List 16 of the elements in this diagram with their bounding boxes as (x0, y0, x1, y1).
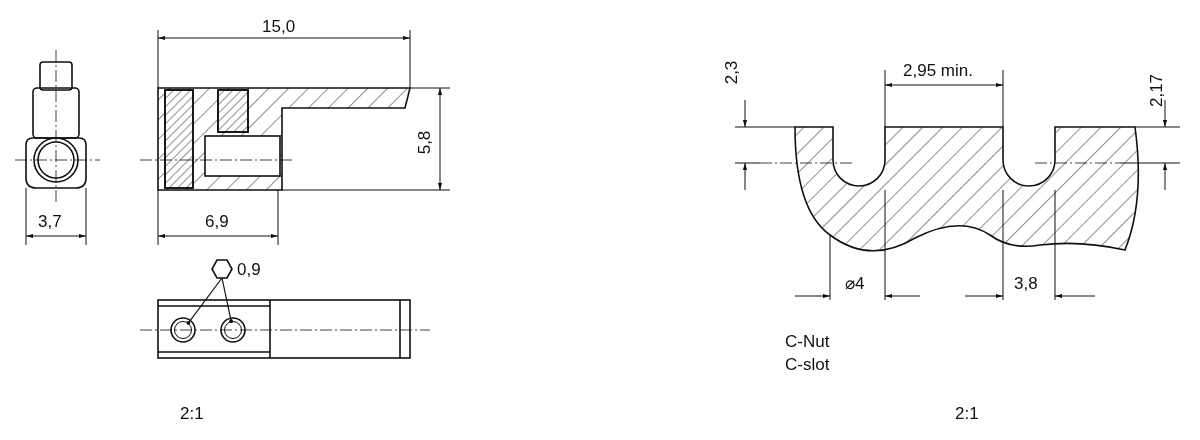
dimension-label: ⌀4 (845, 275, 865, 292)
dimension-label: 6,9 (205, 213, 229, 230)
leader-line (221, 277, 234, 324)
scale-label: 2:1 (955, 405, 979, 422)
dimension-label: 3,8 (1014, 275, 1038, 292)
dimension-label: 5,8 (416, 130, 434, 155)
dimension-label: 0,9 (237, 260, 261, 278)
caption-text: C-Nut (785, 333, 830, 350)
dimension-label: 2,95 min. (903, 62, 973, 79)
dimension-label: 3,7 (38, 213, 62, 230)
dimension-label: 2,3 (723, 60, 741, 85)
dimension-label: 15,0 (262, 18, 296, 35)
scale-label: 2:1 (180, 405, 204, 422)
caption-text: C-slot (785, 356, 830, 373)
dimension-label: 2,17 (1148, 73, 1166, 108)
leader-line (186, 277, 223, 325)
